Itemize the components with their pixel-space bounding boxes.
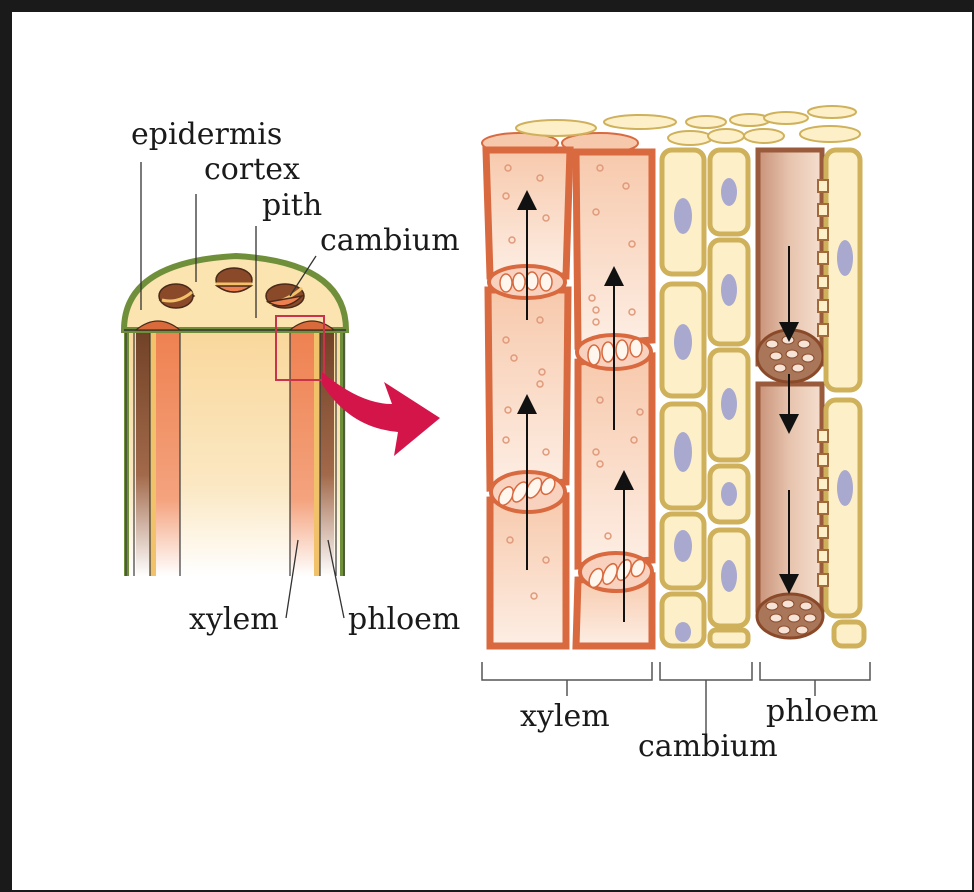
label-xylem-detail: xylem [520,702,610,732]
stem-phloem-right [320,322,334,576]
stem-xylem-left [156,322,180,576]
label-pith: pith [262,191,322,221]
label-epidermis: epidermis [131,120,282,150]
stem-cortex-dome [124,256,346,330]
label-xylem-stem: xylem [189,605,279,635]
label-cortex: cortex [204,155,300,185]
stem-phloem-left [136,322,150,576]
label-phloem-stem: phloem [348,605,460,635]
label-phloem-detail: phloem [766,697,878,727]
label-cambium-detail: cambium [638,732,778,762]
tissue-detail [482,106,870,734]
stem-xylem-right [290,322,314,576]
stem-cambium-right [314,322,320,576]
label-cambium-stem: cambium [320,226,460,256]
stem-cambium-left [150,322,156,576]
stem-illustration [124,162,346,618]
